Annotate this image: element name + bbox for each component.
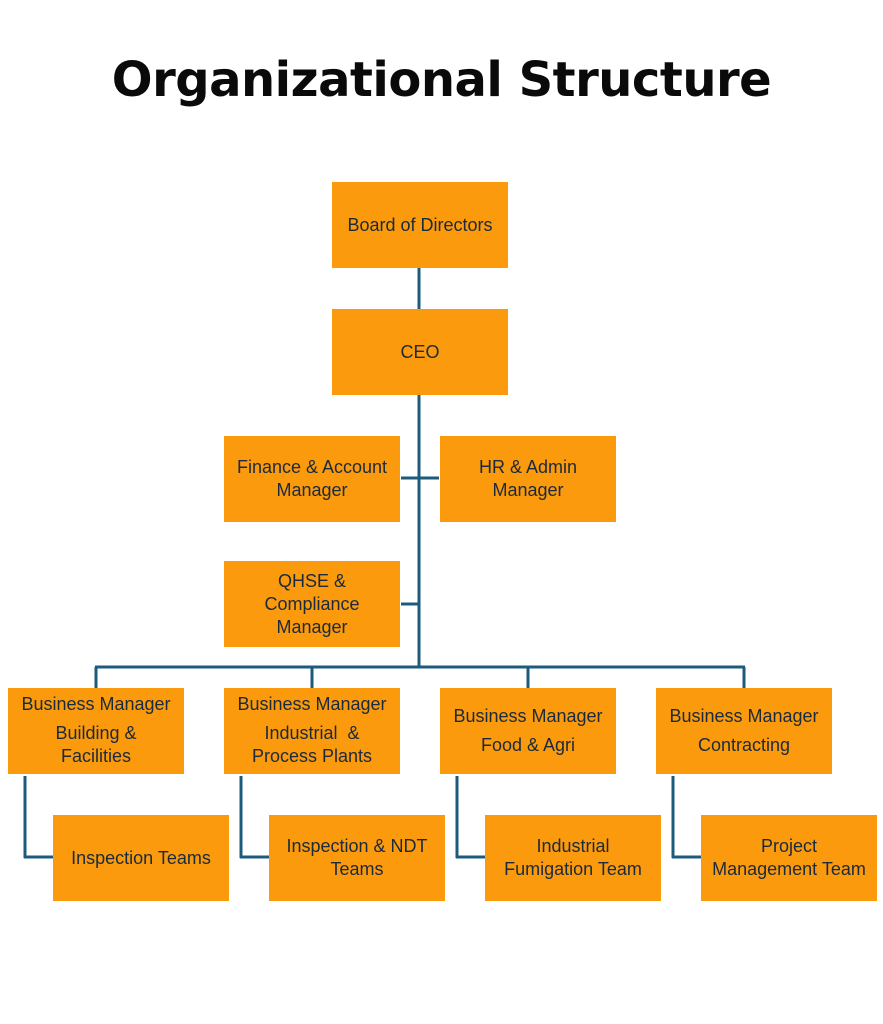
node-label: Fumigation Team xyxy=(504,859,642,879)
node-business-manager-industrial: Business Manager Industrial & Process Pl… xyxy=(224,688,400,774)
node-label: Inspection & NDT xyxy=(286,836,428,856)
node-division: Contracting xyxy=(697,735,791,755)
node-division: Process Plants xyxy=(251,746,373,766)
node-label: CEO xyxy=(400,341,440,362)
node-label: Manager xyxy=(276,480,348,500)
node-label: Industrial xyxy=(536,836,610,856)
page-title: Organizational Structure xyxy=(111,52,772,108)
node-business-manager-food-agri: Business Manager Food & Agri xyxy=(440,688,616,774)
node-fumigation-team: Industrial Fumigation Team xyxy=(485,815,661,901)
node-label: Compliance xyxy=(264,593,360,614)
node-label: Teams xyxy=(330,859,384,879)
node-division: Food & Agri xyxy=(480,735,576,755)
node-label: Finance & Account xyxy=(236,457,388,477)
node-division: Building & xyxy=(55,723,137,743)
node-ceo: CEO xyxy=(332,309,508,395)
node-title: Business Manager xyxy=(669,706,819,726)
node-title: Business Manager xyxy=(237,694,387,714)
node-inspection-teams: Inspection Teams xyxy=(53,815,229,901)
node-hr-manager: HR & Admin Manager xyxy=(440,436,616,522)
node-title: Business Manager xyxy=(453,706,603,726)
node-board-of-directors: Board of Directors xyxy=(332,182,508,268)
node-project-management-team: Project Management Team xyxy=(701,815,877,901)
node-division: Facilities xyxy=(60,746,131,766)
node-label: HR & Admin xyxy=(478,457,578,477)
node-label: Management Team xyxy=(712,859,866,879)
node-business-manager-contracting: Business Manager Contracting xyxy=(656,688,832,774)
node-label: Project xyxy=(760,836,818,856)
node-label: Manager xyxy=(276,616,348,637)
node-label: Manager xyxy=(492,480,564,500)
node-inspection-ndt-teams: Inspection & NDT Teams xyxy=(269,815,445,901)
node-business-manager-building: Business Manager Building & Facilities xyxy=(8,688,184,774)
node-finance-manager: Finance & Account Manager xyxy=(224,436,400,522)
node-label: Inspection Teams xyxy=(71,847,211,868)
node-label: QHSE & xyxy=(277,570,347,591)
node-qhse-manager: QHSE & Compliance Manager xyxy=(224,561,400,647)
node-division: Industrial & xyxy=(264,723,360,743)
node-label: Board of Directors xyxy=(347,214,493,235)
node-title: Business Manager xyxy=(21,694,171,714)
